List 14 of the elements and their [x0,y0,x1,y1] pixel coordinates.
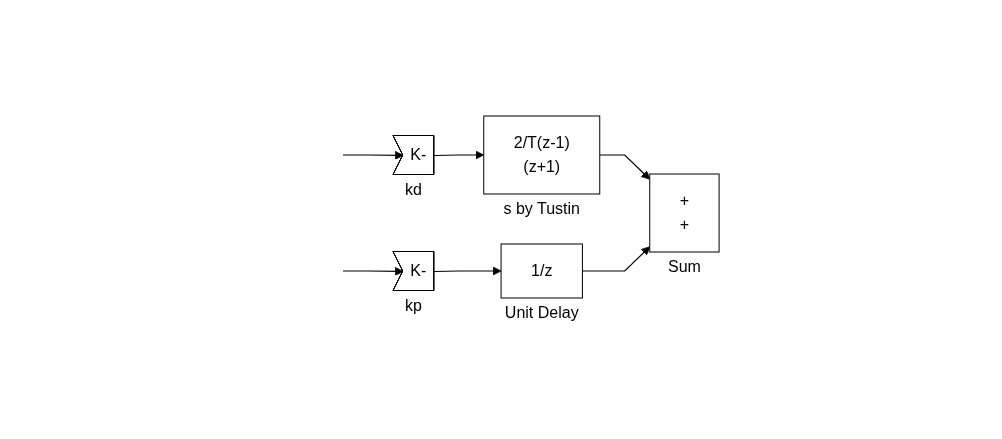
node-label: s by Tustin [503,199,580,217]
arrow [599,153,651,180]
node-label: kp [404,296,422,313]
node-label: Sum [667,257,701,275]
node-box: + + [649,173,720,252]
arrow [433,266,502,275]
arrow [433,150,485,159]
node-box: 2/T(z-1) (z+1) [483,115,601,194]
arrow [342,150,404,160]
node-box: 1/z [500,243,583,298]
arrow [581,245,651,272]
arrow [342,266,404,276]
node-label: Unit Delay [504,303,579,321]
node-label: kd [404,180,422,197]
